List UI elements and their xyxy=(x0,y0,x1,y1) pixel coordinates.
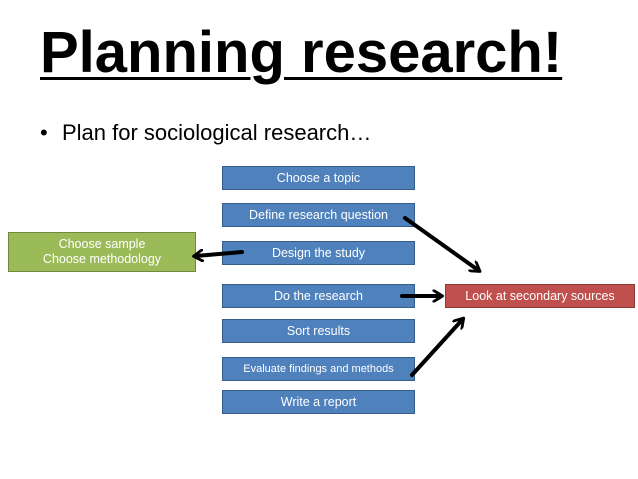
step-evaluate-findings: Evaluate findings and methods xyxy=(222,357,415,381)
bullet-marker: • xyxy=(40,120,48,145)
slide-title: Planning research! xyxy=(40,20,563,85)
bullet-text: Plan for sociological research… xyxy=(62,120,372,145)
step-do-research: Do the research xyxy=(222,284,415,308)
step-choose-topic: Choose a topic xyxy=(222,166,415,190)
choose-sample-box: Choose sample Choose methodology xyxy=(8,232,196,272)
step-write-report: Write a report xyxy=(222,390,415,414)
arrow-define-to-secondary xyxy=(403,216,478,270)
secondary-sources-box: Look at secondary sources xyxy=(445,284,635,308)
bullet-point: • Plan for sociological research… xyxy=(40,118,371,148)
step-design-study: Design the study xyxy=(222,241,415,265)
choose-methodology-label: Choose methodology xyxy=(42,252,162,266)
step-define-question: Define research question xyxy=(222,203,415,227)
choose-sample-label: Choose sample xyxy=(58,237,146,251)
arrow-evaluate-to-secondary xyxy=(410,320,462,377)
step-sort-results: Sort results xyxy=(222,319,415,343)
